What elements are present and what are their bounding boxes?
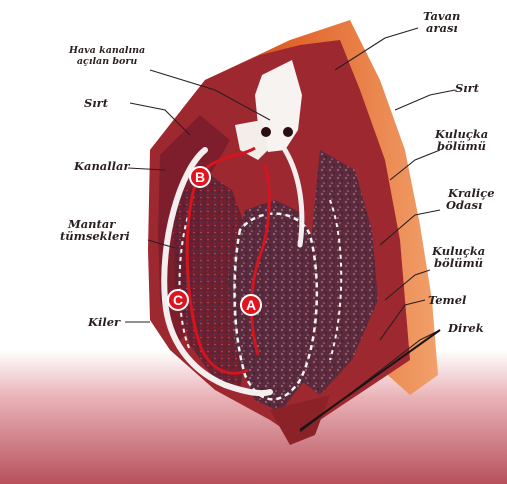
label-kulucka-top: Kuluçka bölümü bbox=[435, 128, 488, 152]
label-sirt-right: Sırt bbox=[455, 82, 479, 94]
label-kralice-line2: Odası bbox=[446, 199, 495, 211]
label-hava-kanali: Hava kanalına açılan boru bbox=[69, 45, 145, 67]
label-kralice: Kraliçe Odası bbox=[448, 187, 495, 211]
label-hava-kanali-line1: Hava kanalına bbox=[69, 45, 145, 56]
label-kanallar: Kanallar bbox=[74, 160, 130, 172]
attic-opening-2 bbox=[283, 127, 293, 137]
marker-c: C bbox=[167, 289, 189, 311]
label-kulucka-top-line2: bölümü bbox=[437, 140, 488, 152]
label-kulucka-bottom: Kuluçka bölümü bbox=[432, 245, 485, 269]
label-temel: Temel bbox=[428, 294, 466, 306]
leader-sirt-right bbox=[395, 90, 455, 110]
label-tavan-arasi: Tavan arası bbox=[423, 10, 460, 34]
label-mantar: Mantar tümsekleri bbox=[60, 218, 130, 242]
label-mantar-line2: tümsekleri bbox=[60, 230, 130, 242]
label-kulucka-bottom-line2: bölümü bbox=[434, 257, 485, 269]
label-sirt-left: Sırt bbox=[84, 97, 108, 109]
label-hava-kanali-line2: açılan boru bbox=[69, 56, 145, 67]
label-direk: Direk bbox=[448, 322, 484, 334]
label-tavan-arasi-line2: arası bbox=[426, 22, 460, 34]
marker-b: B bbox=[189, 166, 211, 188]
label-kiler: Kiler bbox=[88, 316, 120, 328]
attic-opening-1 bbox=[261, 127, 271, 137]
marker-a: A bbox=[240, 294, 262, 316]
